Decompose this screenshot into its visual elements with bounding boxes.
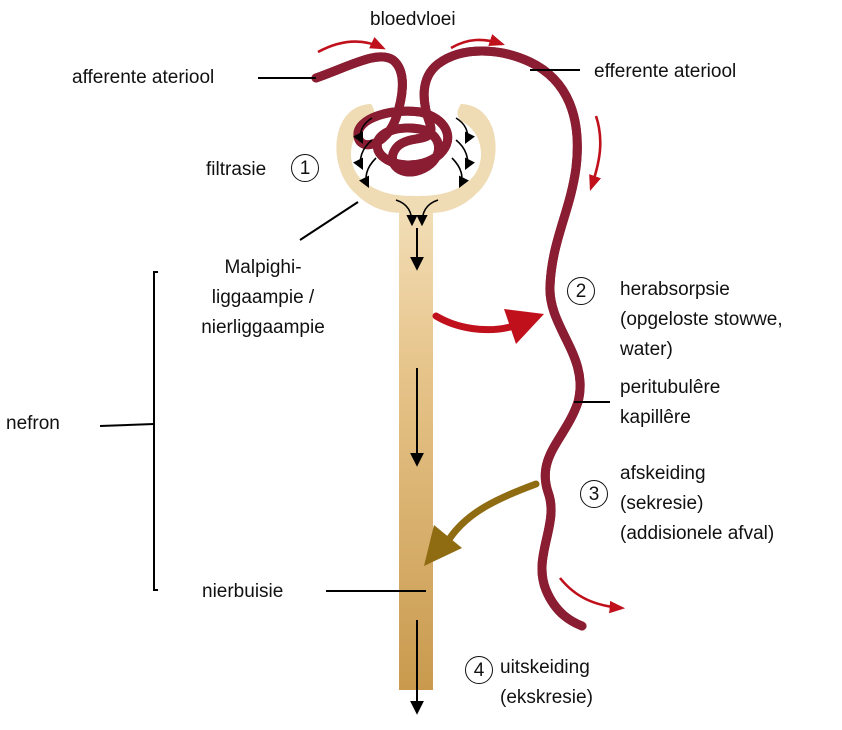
excretion-line-1: uitskeiding (500, 657, 590, 678)
leader-lines (99, 69, 610, 592)
bloodflow-arrows (317, 34, 626, 614)
reabsorption-line-3: water) (620, 338, 673, 360)
malpighi-label: Malpighi- liggaampie / nierliggaampie (188, 256, 338, 339)
capillaries-line-1: peritubulêre (620, 377, 721, 398)
step-4-badge: 4 (465, 656, 493, 684)
secretion-line-1: afskeiding (620, 463, 706, 484)
filtration-label: filtrasie (206, 159, 267, 180)
efferent-arteriole-label: efferente ateriool (594, 61, 737, 82)
peritubular-capillaries-label: peritubulêre kapillêre (620, 376, 720, 430)
nephron-label: nefron (6, 413, 60, 434)
secretion-arrow (424, 480, 540, 566)
afferent-arteriole-label: afferente ateriool (72, 67, 215, 88)
excretion-line-2: (ekskresie) (500, 686, 593, 708)
reabsorption-line-2: (opgeloste stowwe, (620, 308, 783, 330)
excretion-label: uitskeiding (ekskresie) (500, 656, 593, 710)
capillaries-line-2: kapillêre (620, 406, 691, 428)
tubule-label: nierbuisie (202, 581, 284, 602)
bowmans-capsule (336, 104, 496, 213)
bloodflow-label: bloedvloei (370, 9, 456, 30)
secretion-label: afskeiding (sekresie) (addisionele afval… (620, 462, 774, 545)
reabsorption-arrow (432, 309, 544, 344)
secretion-line-3: (addisionele afval) (620, 522, 775, 544)
malpighi-line-3: nierliggaampie (201, 316, 325, 338)
filtration-arrows (352, 117, 476, 227)
step-2-badge: 2 (567, 277, 595, 305)
reabsorption-label: herabsorpsie (opgeloste stowwe, water) (620, 278, 783, 361)
malpighi-line-2: liggaampie / (211, 286, 315, 308)
malpighi-line-1: Malpighi- (224, 257, 302, 278)
step-3-badge: 3 (580, 480, 608, 508)
secretion-line-2: (sekresie) (620, 492, 704, 514)
step-1-badge: 1 (291, 154, 319, 182)
reabsorption-line-1: herabsorpsie (620, 279, 730, 300)
nephron-bracket (153, 271, 158, 591)
